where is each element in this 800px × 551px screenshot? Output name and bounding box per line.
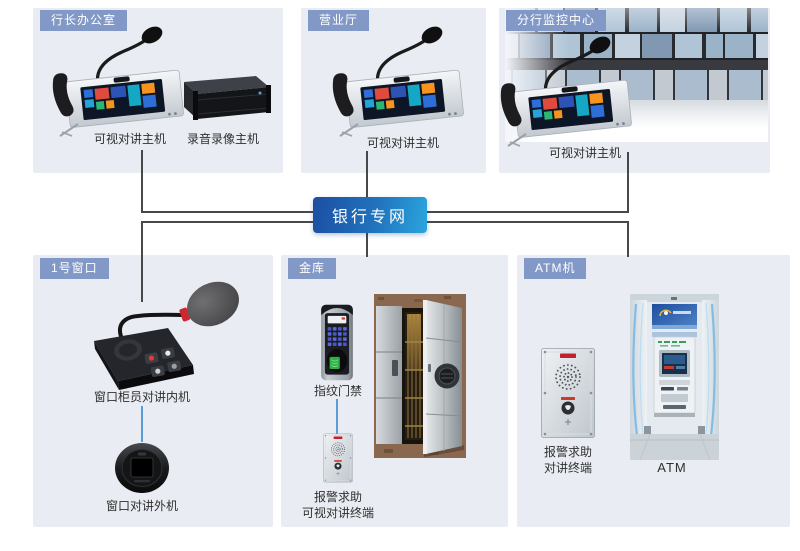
label-atm-terminal-line2: 对讲终端	[543, 460, 592, 475]
visual-intercom-host-image-president	[48, 20, 198, 138]
label-atm-terminal: 报警求助 对讲终端	[508, 445, 628, 476]
label-teller-indoor: 窗口柜员对讲内机	[93, 390, 190, 404]
connector-hall-vertical	[366, 151, 368, 197]
connector-president-horizontal	[141, 211, 313, 213]
connector-atm-horizontal	[427, 221, 629, 223]
gooseneck-mic-icon	[95, 37, 148, 91]
label-atm: ATM	[657, 460, 687, 475]
tag-atm: ATM机	[524, 258, 587, 279]
vault-intercom-terminal-image	[321, 433, 355, 483]
atm-booth-photo	[630, 294, 719, 460]
label-atm-terminal-line1: 报警求助	[543, 445, 592, 459]
label-recorder: 录音录像主机	[186, 132, 259, 146]
handset-icon	[52, 73, 74, 117]
tag-president-office: 行长办公室	[40, 10, 128, 31]
connector-window-horizontal	[142, 221, 313, 223]
label-intercom-monitor: 可视对讲主机	[548, 146, 621, 160]
connector-president-vertical	[141, 150, 143, 213]
label-window-outdoor: 窗口对讲外机	[105, 499, 178, 513]
connector-monitor-horizontal	[427, 211, 629, 213]
link-indoor-outdoor	[141, 406, 143, 442]
tag-vault: 金库	[288, 258, 337, 279]
connector-window-vertical	[141, 221, 143, 302]
window-outdoor-unit-image	[112, 442, 172, 494]
connector-monitor-vertical	[627, 152, 629, 213]
teller-intercom-image	[80, 275, 248, 390]
visual-intercom-host-image-monitor	[496, 30, 646, 148]
connector-vault-vertical	[366, 233, 368, 257]
label-vault-terminal: 报警求助 可视对讲终端	[278, 490, 398, 521]
label-intercom-hall: 可视对讲主机	[366, 136, 439, 150]
visual-intercom-host-image-hall	[328, 20, 478, 138]
label-intercom-president: 可视对讲主机	[93, 132, 166, 146]
vault-door-photo	[374, 294, 466, 458]
atm-intercom-terminal-image	[540, 347, 596, 439]
tag-business-hall: 营业厅	[308, 10, 370, 31]
link-fingerprint-terminal	[336, 399, 338, 434]
label-vault-terminal-line2: 可视对讲终端	[301, 505, 374, 520]
tag-monitoring-center: 分行监控中心	[506, 10, 607, 31]
fingerprint-access-image	[317, 301, 357, 383]
recorder-host-image	[172, 70, 272, 125]
connector-atm-vertical	[627, 221, 629, 257]
gooseneck-mic-icon	[118, 312, 187, 340]
network-node: 银行专网	[313, 197, 427, 233]
label-fingerprint: 指纹门禁	[313, 384, 362, 398]
label-vault-terminal-line1: 报警求助	[313, 490, 362, 504]
tag-window-1: 1号窗口	[40, 258, 109, 279]
